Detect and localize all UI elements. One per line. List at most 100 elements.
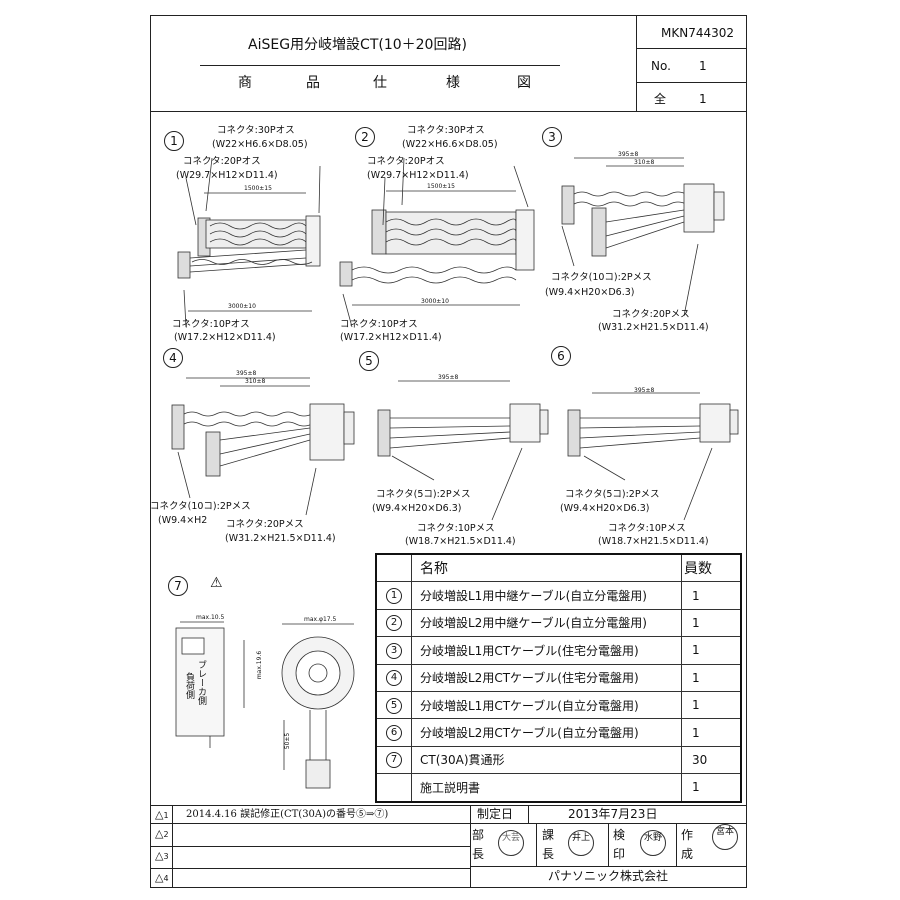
d1-length-lower: 3000±10 — [228, 303, 256, 310]
document-title: AiSEG用分岐増設CT(10＋20回路) — [248, 37, 467, 53]
d3-length-lower: 310±8 — [634, 159, 655, 166]
subtitle-char: 仕 — [373, 75, 387, 91]
revision-mark: △3 — [155, 849, 169, 862]
table-row: 1 分岐増設L1用中継ケーブル(自立分電盤用) 1 — [375, 581, 742, 610]
sheet-number-value: 1 — [699, 59, 707, 73]
header-row-rule-2 — [636, 82, 747, 83]
diagram-7-number: 7 — [168, 576, 188, 596]
d7-dim-top-right: max.φ17.5 — [304, 616, 337, 623]
d2-length-upper: 1500±15 — [427, 183, 455, 190]
stamp-divider-3 — [676, 823, 677, 866]
inspection-label: 印 — [613, 847, 626, 861]
row-name: 分岐増設L2用中継ケーブル(自立分電盤用) — [411, 608, 682, 638]
model-number: MKN744302 — [661, 26, 735, 40]
approval-rule-2 — [470, 866, 747, 867]
stamp-divider-2 — [608, 823, 609, 866]
d4-connector-b-label: コネクタ:20Pメス — [226, 519, 304, 530]
d1-top-connector-dims: (W22×H6.6×D8.05) — [212, 139, 308, 150]
revision-mark: △1 — [155, 808, 169, 821]
table-row: 7 CT(30A)貫通形 30 — [375, 745, 742, 775]
diagram-2-drawing — [339, 190, 535, 306]
table-row: 3 分岐増設L1用CTケーブル(住宅分電盤用) 1 — [375, 636, 742, 665]
row-qty: 30 — [681, 745, 742, 775]
row-number — [375, 773, 412, 803]
revision-rule-3 — [150, 868, 470, 869]
dept-head-label: 長 — [472, 847, 485, 861]
author-label: 成 — [681, 847, 694, 861]
d6-connector-a-label: コネクタ(5コ):2Pメス — [565, 489, 660, 500]
d5-length: 395±8 — [438, 374, 459, 381]
table-row: 5 分岐増設L1用CTケーブル(自立分電盤用) 1 — [375, 690, 742, 720]
d2-mid-connector-label: コネクタ:20Pオス — [367, 156, 445, 167]
section-head-label: 長 — [542, 847, 555, 861]
section-head-stamp: 井上 — [568, 830, 594, 856]
row-name: 施工説明書 — [411, 773, 682, 803]
d2-mid-connector-dims: (W29.7×H12×D11.4) — [367, 170, 469, 181]
d7-dim-top-left: max.10.5 — [196, 614, 225, 621]
author-label: 作 — [681, 828, 694, 842]
section-head-label: 課 — [542, 828, 555, 842]
d2-length-lower: 3000±10 — [421, 298, 449, 305]
d4-connector-a-dims: (W9.4×H2 — [158, 515, 208, 526]
row-name: 分岐増設L1用CTケーブル(住宅分電盤用) — [411, 636, 682, 665]
d3-connector-a-label: コネクタ(10コ):2Pメス — [551, 272, 652, 283]
row-qty: 1 — [681, 718, 742, 747]
row-name: 分岐増設L1用中継ケーブル(自立分電盤用) — [411, 581, 682, 610]
row-number: 6 — [386, 725, 402, 742]
d2-top-connector-label: コネクタ:30Pオス — [407, 125, 485, 136]
d4-length-upper: 395±8 — [236, 370, 257, 377]
subtitle-char: 商 — [238, 75, 252, 91]
warning-icon: ⚠ — [210, 575, 223, 591]
d5-connector-a-label: コネクタ(5コ):2Pメス — [376, 489, 471, 500]
d5-connector-a-dims: (W9.4×H20×D6.3) — [372, 503, 462, 514]
row-number: 4 — [386, 670, 402, 687]
diagram-7-drawing — [175, 621, 355, 789]
row-qty: 1 — [681, 690, 742, 720]
d7-dim-side: max.19.6 — [256, 650, 264, 680]
parts-list-table: 名称 員数 1 分岐増設L1用中継ケーブル(自立分電盤用) 1 2 分岐増設L2… — [375, 553, 742, 803]
subtitle-char: 図 — [517, 75, 531, 91]
subtitle-char: 品 — [306, 75, 320, 91]
row-name: 分岐増設L1用CTケーブル(自立分電盤用) — [411, 690, 682, 720]
table-row: 6 分岐増設L2用CTケーブル(自立分電盤用) 1 — [375, 718, 742, 747]
row-qty: 1 — [681, 636, 742, 665]
title-underline — [200, 65, 560, 66]
table-row: 2 分岐増設L2用中継ケーブル(自立分電盤用) 1 — [375, 608, 742, 638]
revision-mark-divider — [172, 805, 173, 888]
diagram-2-number: 2 — [355, 127, 375, 147]
inspection-stamp: 水野 — [640, 830, 666, 856]
d2-bottom-connector-label: コネクタ:10Pオス — [340, 319, 418, 330]
dept-head-label: 部 — [472, 828, 485, 842]
d4-connector-a-label: コネクタ(10コ):2Pメス — [150, 501, 251, 512]
d1-bottom-connector-dims: (W17.2×H12×D11.4) — [174, 332, 276, 343]
row-qty: 1 — [681, 581, 742, 610]
inspection-label: 検 — [613, 828, 626, 842]
header-no-cell — [375, 553, 412, 583]
d1-mid-connector-dims: (W29.7×H12×D11.4) — [176, 170, 278, 181]
d4-length-lower: 310±8 — [245, 378, 266, 385]
row-qty: 1 — [681, 608, 742, 638]
d3-connector-a-dims: (W9.4×H20×D6.3) — [545, 287, 635, 298]
row-number: 7 — [386, 752, 402, 769]
row-name: CT(30A)貫通形 — [411, 745, 682, 775]
subtitle-char: 様 — [446, 75, 460, 91]
diagram-6-drawing — [567, 392, 739, 457]
revision-text: 2014.4.16 誤記修正(CT(30A)の番号⑤⇒⑦) — [186, 809, 389, 820]
diagram-6-number: 6 — [551, 346, 571, 366]
row-number: 2 — [386, 615, 402, 632]
diagram-1-drawing — [177, 192, 321, 312]
diagram-4-drawing — [171, 377, 355, 477]
diagram-4-number: 4 — [163, 348, 183, 368]
row-number: 1 — [386, 588, 402, 605]
revision-mark: △2 — [155, 827, 169, 840]
total-sheets-label: 全 — [654, 92, 667, 106]
revision-mark: △4 — [155, 871, 169, 884]
company-name: パナソニック株式会社 — [548, 869, 669, 883]
row-qty: 1 — [681, 773, 742, 803]
table-header-row: 名称 員数 — [375, 553, 742, 583]
approval-divider — [470, 805, 472, 888]
sheet-number-label: No. — [651, 59, 671, 73]
table-row: 施工説明書 1 — [375, 773, 742, 803]
established-date-value: 2013年7月23日 — [568, 807, 658, 821]
